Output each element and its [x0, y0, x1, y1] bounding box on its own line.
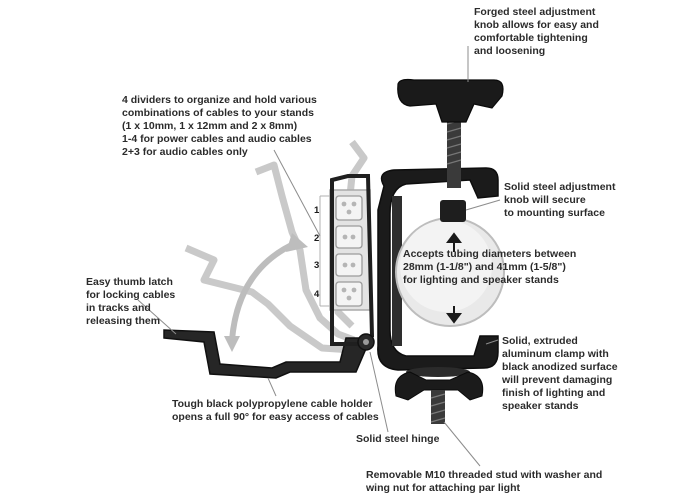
- label-cable-holder: Tough black polypropylene cable holder o…: [172, 398, 379, 423]
- open-arc-arrow: [229, 239, 300, 341]
- leader-lines: [137, 46, 501, 467]
- threaded-screw: [447, 108, 461, 188]
- diameter-arrows: [446, 232, 462, 324]
- forged-adjustment-knob: [397, 78, 504, 123]
- threaded-stud: [431, 390, 445, 424]
- divider-number-1: 1: [314, 205, 320, 216]
- label-stud: Removable M10 threaded stud with washer …: [366, 469, 603, 494]
- stand-tubing-highlight: [400, 220, 492, 312]
- label-forged-knob: Forged steel adjustment knob allows for …: [474, 6, 599, 57]
- stud-threads: [430, 393, 446, 423]
- arc-arrow-head-top: [286, 233, 308, 252]
- washer: [406, 367, 470, 377]
- divider-number-4: 4: [314, 289, 320, 300]
- label-aluminum-clamp: Solid, extruded aluminum clamp with blac…: [502, 335, 618, 412]
- label-hinge: Solid steel hinge: [356, 433, 440, 445]
- steel-hinge-pin: [363, 339, 369, 345]
- label-solid-knob: Solid steel adjustment knob will secure …: [504, 181, 616, 219]
- divider-number-3: 3: [314, 260, 320, 271]
- solid-knob-foot: [440, 200, 466, 222]
- label-thumb-latch: Easy thumb latch for locking cables in t…: [86, 276, 176, 327]
- label-tubing: Accepts tubing diameters between 28mm (1…: [403, 248, 577, 286]
- label-dividers: 4 dividers to organize and hold various …: [122, 94, 317, 158]
- cable-holder-closed: [163, 329, 369, 379]
- cable-divider-box: [319, 189, 371, 311]
- divider-number-2: 2: [314, 233, 320, 244]
- arc-arrow-head-bottom: [224, 336, 240, 352]
- wing-nut: [394, 371, 484, 401]
